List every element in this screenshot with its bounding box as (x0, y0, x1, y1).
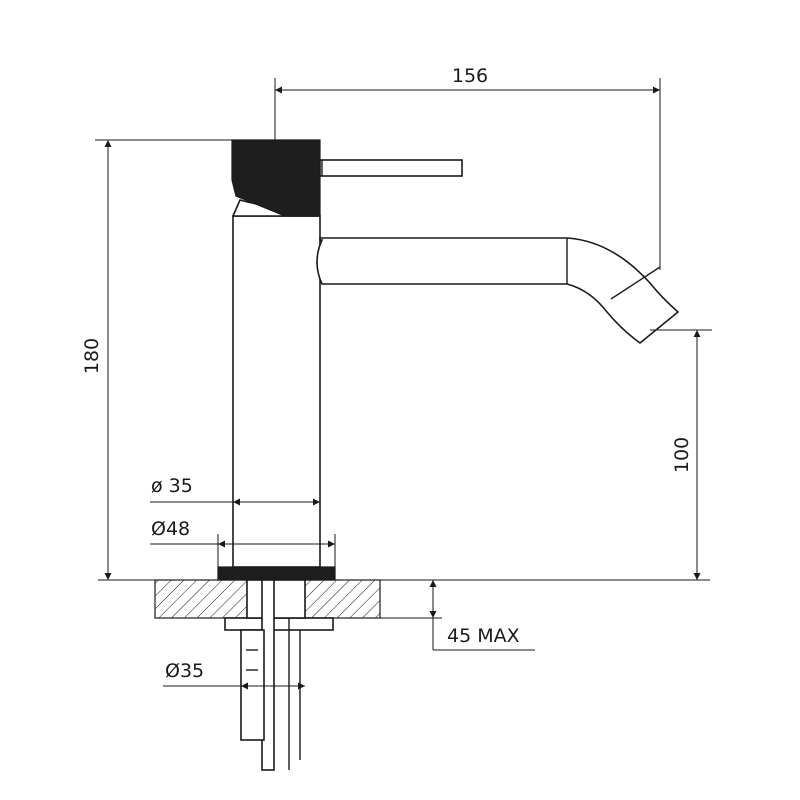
dim-label-shank-35: Ø35 (165, 660, 204, 682)
handle-cartridge (231, 139, 321, 217)
hose-left (240, 629, 265, 741)
dimension-body-diameter: ø 35 (150, 475, 320, 506)
dimension-shank-diameter: Ø35 (163, 660, 305, 690)
dim-label-100: 100 (671, 437, 693, 473)
faucet (217, 139, 680, 771)
dim-label-180: 180 (81, 338, 103, 374)
countertop (98, 579, 710, 619)
dimension-base-diameter: Ø48 (150, 518, 336, 567)
shank-through-deck (246, 579, 306, 619)
deck-section-right (304, 579, 381, 619)
dimension-spout-height: 100 (650, 329, 712, 580)
base-ring (217, 566, 336, 581)
dimension-overall-height: 180 (81, 139, 232, 580)
dim-label-156: 156 (452, 65, 488, 87)
dimension-overall-reach: 156 (274, 65, 661, 270)
handle-lever (319, 159, 463, 177)
dim-label-45-max: 45 MAX (447, 625, 520, 647)
fixing-washer (224, 617, 334, 631)
deck-section-left (154, 579, 248, 619)
body-column (232, 215, 321, 568)
aerator-line (610, 266, 661, 300)
dimension-max-deck-thickness: 45 MAX (330, 580, 535, 651)
dim-label-base-48: Ø48 (151, 518, 190, 540)
spout (316, 237, 680, 345)
dim-label-body-35: ø 35 (151, 475, 193, 497)
